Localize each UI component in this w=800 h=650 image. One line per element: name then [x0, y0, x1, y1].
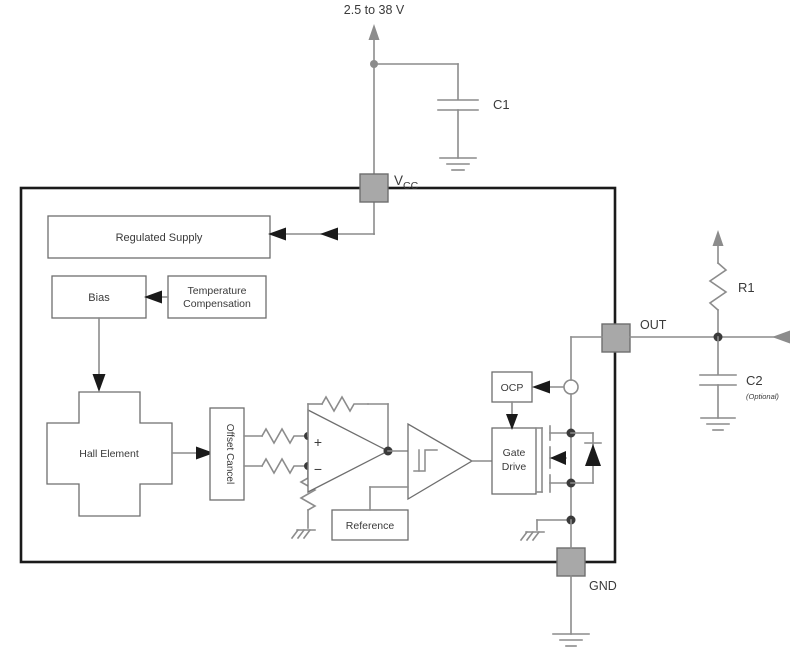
wire-reference-to-comparator — [369, 486, 409, 511]
wire-ocp-to-gate-drive — [506, 401, 518, 430]
arrowhead-icon — [320, 227, 338, 241]
wire-gnd-net — [552, 519, 590, 647]
label-offset-cancel: Offset Cancel — [224, 424, 235, 484]
label-gate-drive-line2: Drive — [502, 461, 527, 473]
ground-symbol-icon — [700, 417, 736, 431]
supply-arrow-icon — [368, 24, 380, 40]
output-mosfet — [535, 336, 602, 521]
arrowhead-icon — [532, 380, 550, 394]
junction-dot — [370, 60, 378, 68]
pin-label-gnd: GND — [589, 579, 617, 593]
block-offset-cancel — [209, 407, 245, 501]
block-hall-element — [46, 391, 173, 517]
label-temperature-compensation-line1: Temperature — [188, 285, 247, 297]
r1-supply-arrow-icon — [712, 230, 724, 246]
out-arrow-icon — [772, 330, 790, 344]
wire-vcc-to-regulated-supply — [268, 187, 375, 241]
label-temperature-compensation-line2: Compensation — [183, 298, 251, 310]
input-resistor-network — [243, 427, 317, 540]
block-regulated-supply — [47, 215, 271, 259]
label-bias: Bias — [88, 292, 110, 304]
ground-symbol-icon — [552, 633, 590, 647]
body-diode-icon — [585, 444, 601, 466]
ic-boundary — [19, 186, 617, 564]
internal-ground — [519, 515, 576, 542]
current-sense-node-icon — [563, 379, 579, 395]
wire-sense-to-ocp — [532, 379, 579, 395]
label-regulated-supply: Regulated Supply — [116, 232, 203, 244]
capacitor-c2 — [699, 336, 737, 431]
pullup-resistor-r1 — [708, 230, 728, 342]
wire-out-net — [570, 330, 790, 344]
arrowhead-icon — [268, 227, 286, 241]
arrowhead-icon — [144, 290, 162, 304]
supply-rail-wire — [368, 24, 459, 189]
ground-symbol-icon — [290, 528, 316, 540]
hysteresis-symbol-icon — [413, 449, 438, 472]
arrowhead-icon — [506, 414, 518, 430]
label-c2: C2 — [746, 373, 763, 388]
supply-voltage-label: 2.5 to 38 V — [344, 3, 405, 17]
pin-label-out: OUT — [640, 318, 667, 332]
pin-pad-vcc[interactable] — [359, 173, 389, 203]
pin-pad-gnd[interactable] — [556, 547, 586, 577]
block-temperature-compensation — [167, 275, 267, 319]
wire-bias-to-hall — [92, 317, 106, 392]
op-amp — [307, 408, 390, 494]
arrowhead-icon — [92, 374, 106, 392]
pin-pad-out[interactable] — [601, 323, 631, 353]
block-reference — [331, 509, 409, 541]
opamp-minus-label: − — [314, 461, 322, 477]
wire-hall-to-offset-cancel — [171, 446, 214, 460]
block-gate-drive — [491, 427, 537, 495]
label-c2-optional: (Optional) — [746, 392, 779, 401]
label-gate-drive-line1: Gate — [503, 447, 526, 459]
arrowhead-icon — [196, 446, 214, 460]
capacitor-c1 — [437, 63, 479, 171]
label-reference: Reference — [346, 520, 395, 532]
mosfet-body-arrow-icon — [550, 451, 566, 465]
label-r1: R1 — [738, 280, 755, 295]
label-c1: C1 — [493, 97, 510, 112]
comparator-schmitt-trigger — [407, 422, 474, 501]
label-ocp: OCP — [501, 382, 524, 394]
wire-tempcomp-to-bias — [144, 290, 169, 304]
block-ocp — [491, 371, 533, 403]
label-hall-element: Hall Element — [79, 448, 139, 460]
opamp-plus-label: + — [314, 434, 322, 450]
pin-label-vcc: VCC — [394, 173, 419, 192]
ground-symbol-icon — [519, 530, 545, 542]
